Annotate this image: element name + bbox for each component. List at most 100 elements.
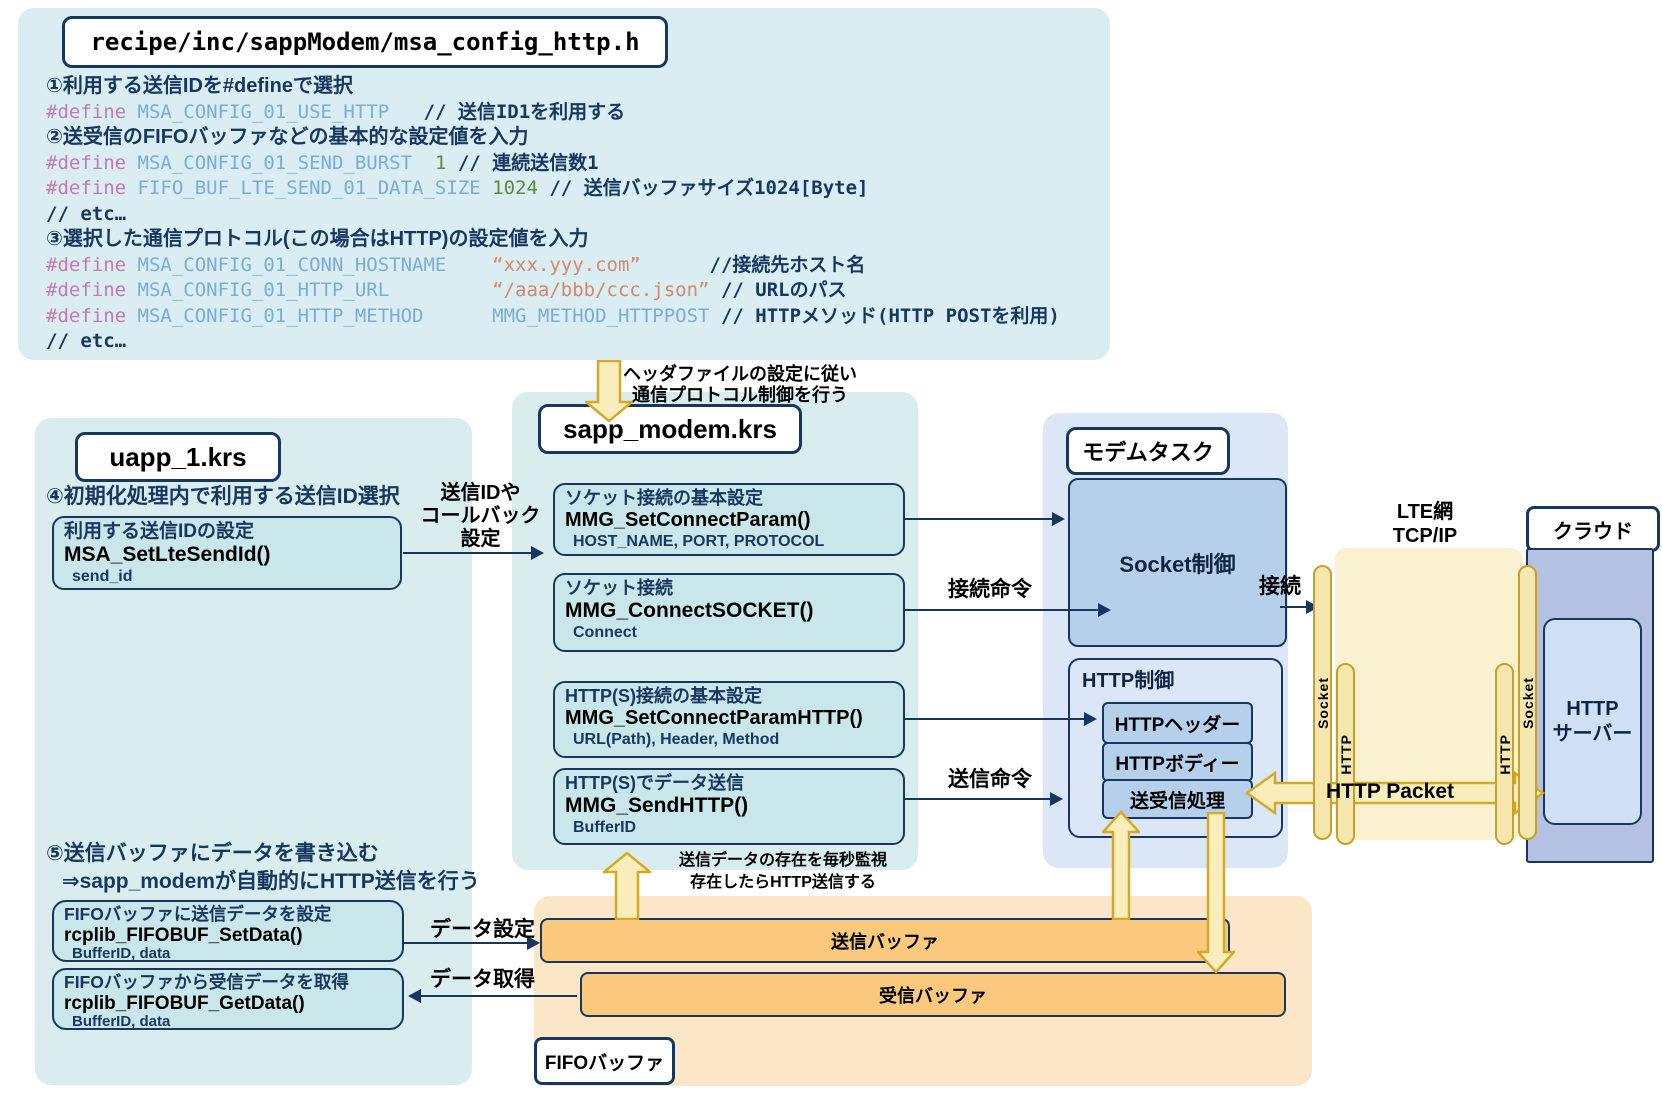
connect-label: 接続: [1259, 575, 1301, 598]
step5-line1: ⑤送信バッファにデータを書き込む: [46, 842, 379, 865]
http-body-label: HTTPボディー: [1115, 753, 1240, 775]
step5-heading: ⑤送信バッファにデータを書き込む ⇒sapp_modemが自動的にHTTP送信を…: [46, 840, 480, 897]
code-line: ③選択した通信プロトコル(この場合はHTTP)の設定値を入力: [46, 228, 589, 250]
data-get-arrow: [408, 988, 577, 1003]
cs-fn: MMG_ConnectSOCKET(): [565, 599, 814, 623]
send-id-callback-line3: 設定: [460, 528, 501, 551]
header-file-title-text: recipe/inc/sappModem/msa_config_http.h: [90, 28, 640, 56]
http-header-label: HTTPヘッダー: [1114, 714, 1241, 736]
fifobuf-getdata-box: FIFOバッファから受信データを取得 rcplib_FIFOBUF_GetDat…: [52, 968, 404, 1030]
send-recv-box: 送受信処理: [1102, 779, 1253, 819]
socket-pill-right-label: Socket: [1519, 676, 1536, 729]
setdata-title: FIFOバッファに送信データを設定: [64, 904, 332, 924]
set-connect-param-http-box: HTTP(S)接続の基本設定 MMG_SetConnectParamHTTP()…: [553, 681, 905, 758]
send-buffer-bar: 送信バッファ: [540, 918, 1230, 963]
code-line: #define MSA_CONFIG_01_HTTP_URL “/aaa/bbb…: [46, 279, 847, 301]
http-body-box: HTTPボディー: [1102, 742, 1253, 782]
http-server-line1: HTTP: [1566, 697, 1619, 720]
connect-socket-box: ソケット接続 MMG_ConnectSOCKET() Connect: [553, 573, 905, 652]
http-pill-right: HTTP: [1495, 663, 1514, 845]
cs-title: ソケット接続: [565, 578, 673, 598]
send-id-callback-line1: 送信IDや: [440, 482, 521, 504]
send-recv-label: 送受信処理: [1129, 790, 1225, 812]
step4-heading: ④初期化処理内で利用する送信ID選択: [46, 485, 400, 508]
getdata-fn: rcplib_FIFOBUF_GetData(): [64, 992, 305, 1014]
monitor-up-arrow: [603, 852, 651, 920]
code-line: #define MSA_CONFIG_01_HTTP_METHOD MMG_ME…: [46, 304, 1060, 327]
header-file-title: recipe/inc/sappModem/msa_config_http.h: [62, 16, 668, 68]
send-cmd-arrow: [905, 791, 1063, 806]
monitor-note-line2: 存在したらHTTP送信する: [690, 873, 876, 891]
set-lte-send-id-title: 利用する送信IDの設定: [64, 521, 255, 542]
set-http-param-arrow: [905, 711, 1097, 726]
code-block: ①利用する送信IDを#defineで選択 #define MSA_CONFIG_0…: [46, 74, 1060, 355]
socket-pill-right: Socket: [1518, 565, 1537, 840]
getdata-params: BufferID, data: [72, 1012, 171, 1030]
http-header-box: HTTPヘッダー: [1102, 702, 1253, 744]
http-pill-right-label: HTTP: [1496, 733, 1513, 775]
sapp-modem-title-text: sapp_modem.krs: [563, 413, 777, 444]
uapp-title: uapp_1.krs: [75, 432, 281, 482]
send-id-arrow: [403, 545, 544, 560]
code-line: #define MSA_CONFIG_01_USE_HTTP // 送信ID1を…: [46, 100, 626, 123]
socket-pill-left-label: Socket: [1314, 676, 1331, 729]
cloud-title-text: クラウド: [1553, 520, 1633, 543]
code-line: #define MSA_CONFIG_01_CONN_HOSTNAME “xxx…: [46, 253, 866, 276]
setdata-fn: rcplib_FIFOBUF_SetData(): [64, 924, 303, 946]
step5-line2: ⇒sapp_modemが自動的にHTTP送信を行う: [62, 870, 480, 894]
scph-params: URL(Path), Header, Method: [573, 730, 780, 748]
data-set-arrow: [403, 935, 540, 950]
getdata-title: FIFOバッファから受信データを取得: [64, 972, 349, 992]
monitor-note-line1: 送信データの存在を毎秒監視: [678, 852, 887, 869]
sh-title: HTTP(S)でデータ送信: [565, 773, 744, 793]
header-follow-line2: 通信プロトコル制御を行う: [632, 384, 848, 405]
sapp-modem-title: sapp_modem.krs: [538, 404, 802, 454]
fifo-title: FIFOバッファ: [534, 1037, 675, 1085]
header-follow-line1: ヘッダファイルの設定に従い: [623, 364, 857, 384]
sh-params: BufferID: [573, 819, 637, 836]
cloud-title: クラウド: [1526, 506, 1660, 552]
http-server-box: HTTP サーバー: [1543, 618, 1642, 825]
code-line: #define MSA_CONFIG_01_SEND_BURST 1 // 連続…: [46, 151, 599, 174]
lte-label-line1: LTE網: [1396, 501, 1454, 523]
recv-buffer-bar: 受信バッファ: [580, 972, 1286, 1017]
setdata-params: BufferID, data: [72, 944, 171, 962]
scp-fn: MMG_SetConnectParam(): [565, 509, 811, 532]
code-line: ①利用する送信IDを#defineで選択: [46, 75, 353, 97]
set-lte-send-id-box: 利用する送信IDの設定 MSA_SetLteSendId() send_id: [52, 516, 402, 590]
code-line: #define FIFO_BUF_LTE_SEND_01_DATA_SIZE 1…: [46, 177, 869, 199]
code-line: // etc…: [46, 330, 127, 352]
connect-arrow: [1280, 599, 1319, 614]
fifobuf-setdata-box: FIFOバッファに送信データを設定 rcplib_FIFOBUF_SetData…: [52, 900, 404, 962]
scph-fn: MMG_SetConnectParamHTTP(): [565, 707, 863, 730]
send-id-callback-line2: コールバック: [420, 505, 541, 528]
config-to-sapp-arrow: [585, 360, 633, 422]
set-connect-param-box: ソケット接続の基本設定 MMG_SetConnectParam() HOST_N…: [553, 483, 905, 556]
connect-cmd-label: 接続命令: [948, 578, 1032, 601]
sendbuf-to-proc-arrow: [1102, 810, 1140, 920]
set-connect-param-arrow: [905, 511, 1065, 526]
http-packet-label: HTTP Packet: [1326, 780, 1454, 803]
scp-params: HOST_NAME, PORT, PROTOCOL: [573, 532, 825, 550]
proc-to-recvbuf-arrow: [1197, 812, 1235, 974]
monitor-note: 送信データの存在を毎秒監視 存在したらHTTP送信する: [638, 850, 928, 893]
http-pill-left: HTTP: [1336, 663, 1355, 845]
socket-control-label: Socket制御: [1119, 551, 1236, 577]
data-set-label: データ設定: [430, 918, 535, 941]
lte-label-line2: TCP/IP: [1392, 525, 1458, 547]
connect-cmd-arrow: [905, 602, 1111, 617]
cs-params: Connect: [573, 624, 637, 641]
send-cmd-label: 送信命令: [948, 768, 1032, 791]
lte-label: LTE網 TCP/IP: [1350, 500, 1500, 548]
modem-task-title: モデムタスク: [1066, 427, 1230, 475]
send-http-box: HTTP(S)でデータ送信 MMG_SendHTTP() BufferID: [553, 768, 905, 845]
set-lte-send-id-params: send_id: [72, 568, 133, 586]
header-follow-note: ヘッダファイルの設定に従い 通信プロトコル制御を行う: [615, 364, 865, 406]
code-line: ②送受信のFIFOバッファなどの基本的な設定値を入力: [46, 126, 529, 148]
code-line: // etc…: [46, 202, 127, 225]
socket-pill-left: Socket: [1313, 565, 1332, 840]
http-server-line2: サーバー: [1552, 722, 1633, 745]
send-id-callback-label: 送信IDや コールバック 設定: [408, 482, 553, 552]
set-lte-send-id-fn: MSA_SetLteSendId(): [64, 543, 271, 567]
